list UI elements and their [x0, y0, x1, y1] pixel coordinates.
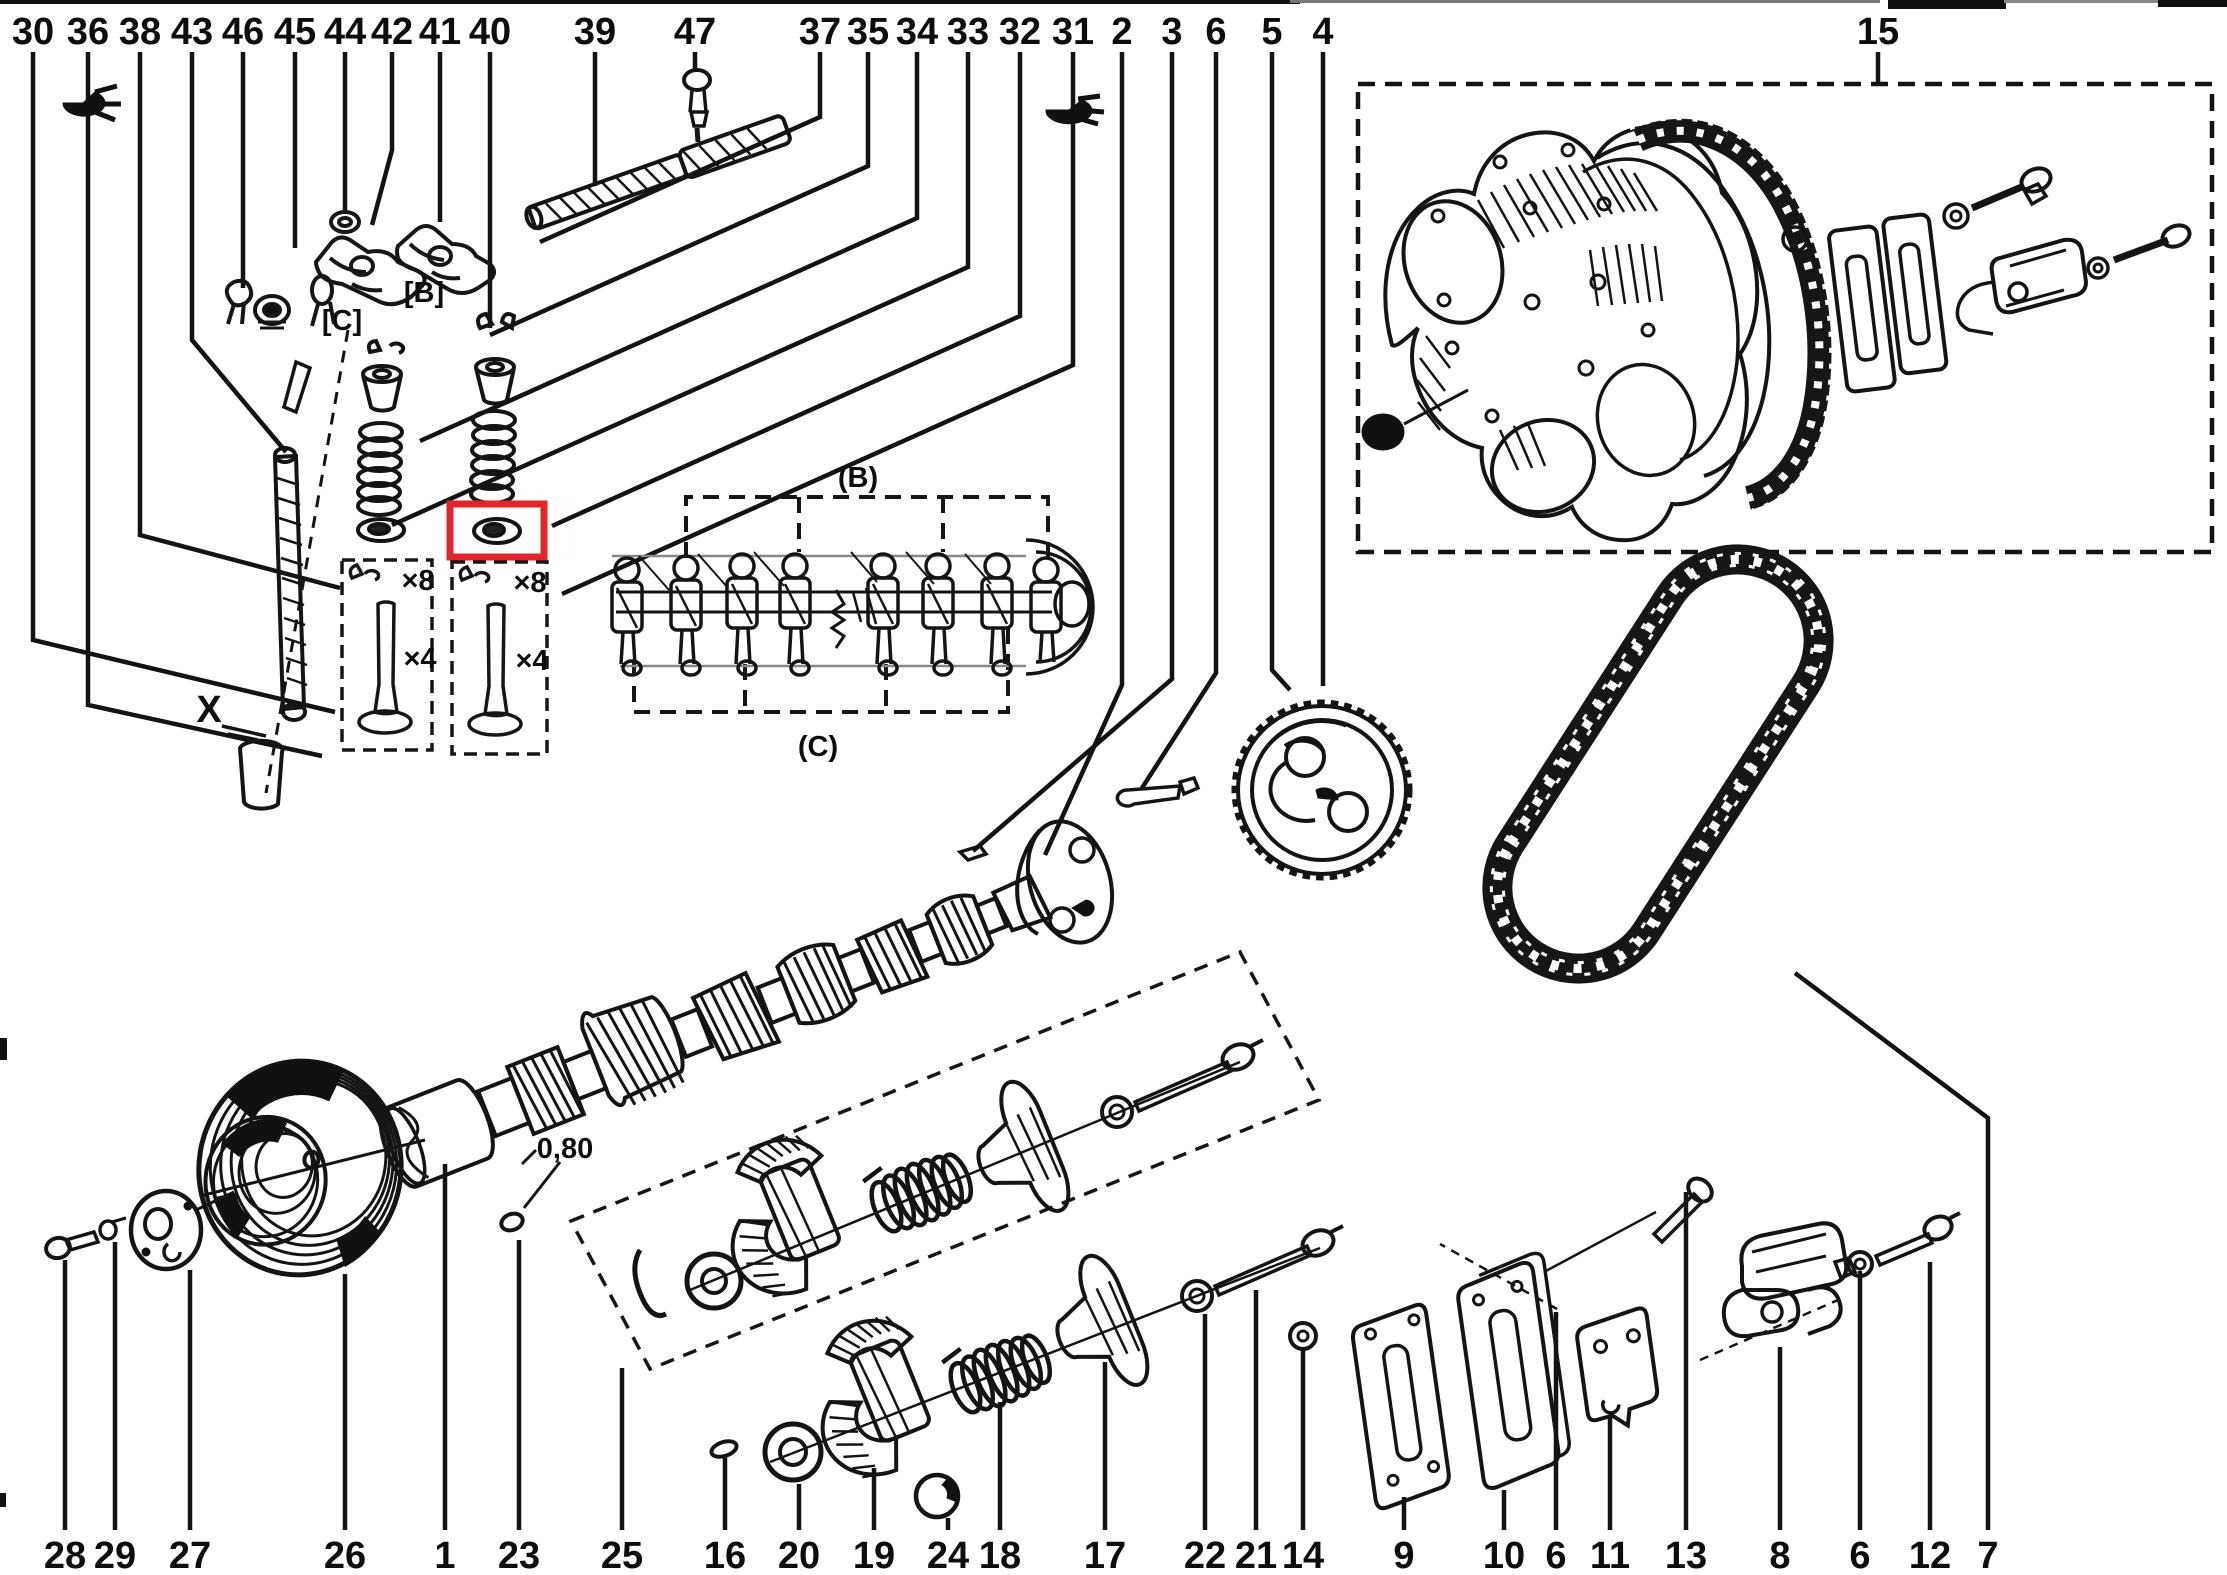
svg-text:6: 6 [1205, 11, 1226, 53]
svg-text:42: 42 [371, 11, 413, 53]
svg-text:20: 20 [778, 1535, 820, 1575]
svg-text:7: 7 [1977, 1535, 1998, 1575]
svg-text:41: 41 [419, 11, 461, 53]
svg-text:34: 34 [896, 11, 938, 53]
svg-text:(C): (C) [798, 731, 838, 763]
svg-text:[C]: [C] [322, 305, 362, 337]
svg-text:47: 47 [674, 11, 716, 53]
svg-text:16: 16 [704, 1535, 746, 1575]
svg-text:15: 15 [1857, 11, 1899, 53]
svg-text:43: 43 [171, 11, 213, 53]
svg-text:24: 24 [927, 1535, 969, 1575]
svg-text:19: 19 [853, 1535, 895, 1575]
svg-text:×8: ×8 [401, 565, 434, 597]
svg-text:27: 27 [169, 1535, 211, 1575]
svg-text:28: 28 [44, 1535, 86, 1575]
svg-text:×8: ×8 [513, 567, 546, 599]
svg-text:5: 5 [1261, 11, 1282, 53]
svg-text:6: 6 [1545, 1535, 1566, 1575]
svg-text:0,80: 0,80 [537, 1133, 593, 1165]
svg-text:3: 3 [1161, 11, 1182, 53]
svg-text:X: X [196, 689, 222, 731]
svg-text:2: 2 [1111, 11, 1132, 53]
svg-text:13: 13 [1665, 1535, 1707, 1575]
svg-text:46: 46 [222, 11, 264, 53]
svg-text:11: 11 [1590, 1535, 1630, 1575]
svg-text:45: 45 [274, 11, 316, 53]
svg-text:30: 30 [12, 11, 54, 53]
svg-text:44: 44 [324, 11, 366, 53]
svg-text:32: 32 [999, 11, 1041, 53]
svg-text:9: 9 [1393, 1535, 1414, 1575]
svg-text:4: 4 [1312, 11, 1333, 53]
svg-text:21: 21 [1235, 1535, 1277, 1575]
svg-text:33: 33 [947, 11, 989, 53]
svg-text:35: 35 [847, 11, 889, 53]
svg-text:18: 18 [979, 1535, 1021, 1575]
svg-text:×4: ×4 [403, 643, 436, 675]
svg-text:6: 6 [1849, 1535, 1870, 1575]
svg-text:22: 22 [1184, 1535, 1226, 1575]
svg-text:38: 38 [119, 11, 161, 53]
svg-text:31: 31 [1052, 11, 1094, 53]
svg-text:14: 14 [1282, 1535, 1324, 1575]
svg-text:26: 26 [324, 1535, 366, 1575]
svg-text:39: 39 [574, 11, 616, 53]
svg-text:10: 10 [1483, 1535, 1525, 1575]
svg-text:17: 17 [1084, 1535, 1126, 1575]
svg-text:40: 40 [469, 11, 511, 53]
svg-text:36: 36 [67, 11, 109, 53]
svg-text:23: 23 [498, 1535, 540, 1575]
svg-text:29: 29 [94, 1535, 136, 1575]
svg-text:8: 8 [1769, 1535, 1790, 1575]
svg-text:37: 37 [799, 11, 841, 53]
svg-text:12: 12 [1909, 1535, 1951, 1575]
svg-text:×4: ×4 [515, 645, 548, 677]
svg-text:(B): (B) [838, 462, 878, 494]
svg-text:25: 25 [601, 1535, 643, 1575]
svg-text:[B]: [B] [404, 277, 444, 309]
svg-text:1: 1 [434, 1535, 455, 1575]
